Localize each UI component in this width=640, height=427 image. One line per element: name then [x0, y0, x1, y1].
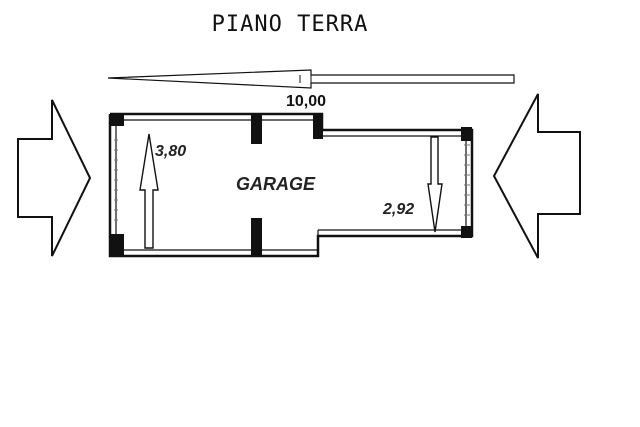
left-wall-texture [114, 139, 118, 221]
down-arrow-icon [427, 136, 443, 233]
plan-title: PIANO TERRA [211, 12, 369, 37]
room-label: GARAGE [236, 174, 316, 194]
right-arrow-icon [17, 99, 92, 257]
left-height-label: 3,80 [155, 143, 186, 160]
garage-walls [108, 112, 474, 258]
up-arrow-icon [139, 133, 159, 249]
length-dimension: 10,00 [286, 93, 326, 110]
right-height-label: 2,92 [382, 201, 414, 218]
direction-arrow-icon [107, 69, 515, 89]
left-arrow-icon [492, 93, 581, 259]
right-wall-texture [464, 144, 470, 216]
